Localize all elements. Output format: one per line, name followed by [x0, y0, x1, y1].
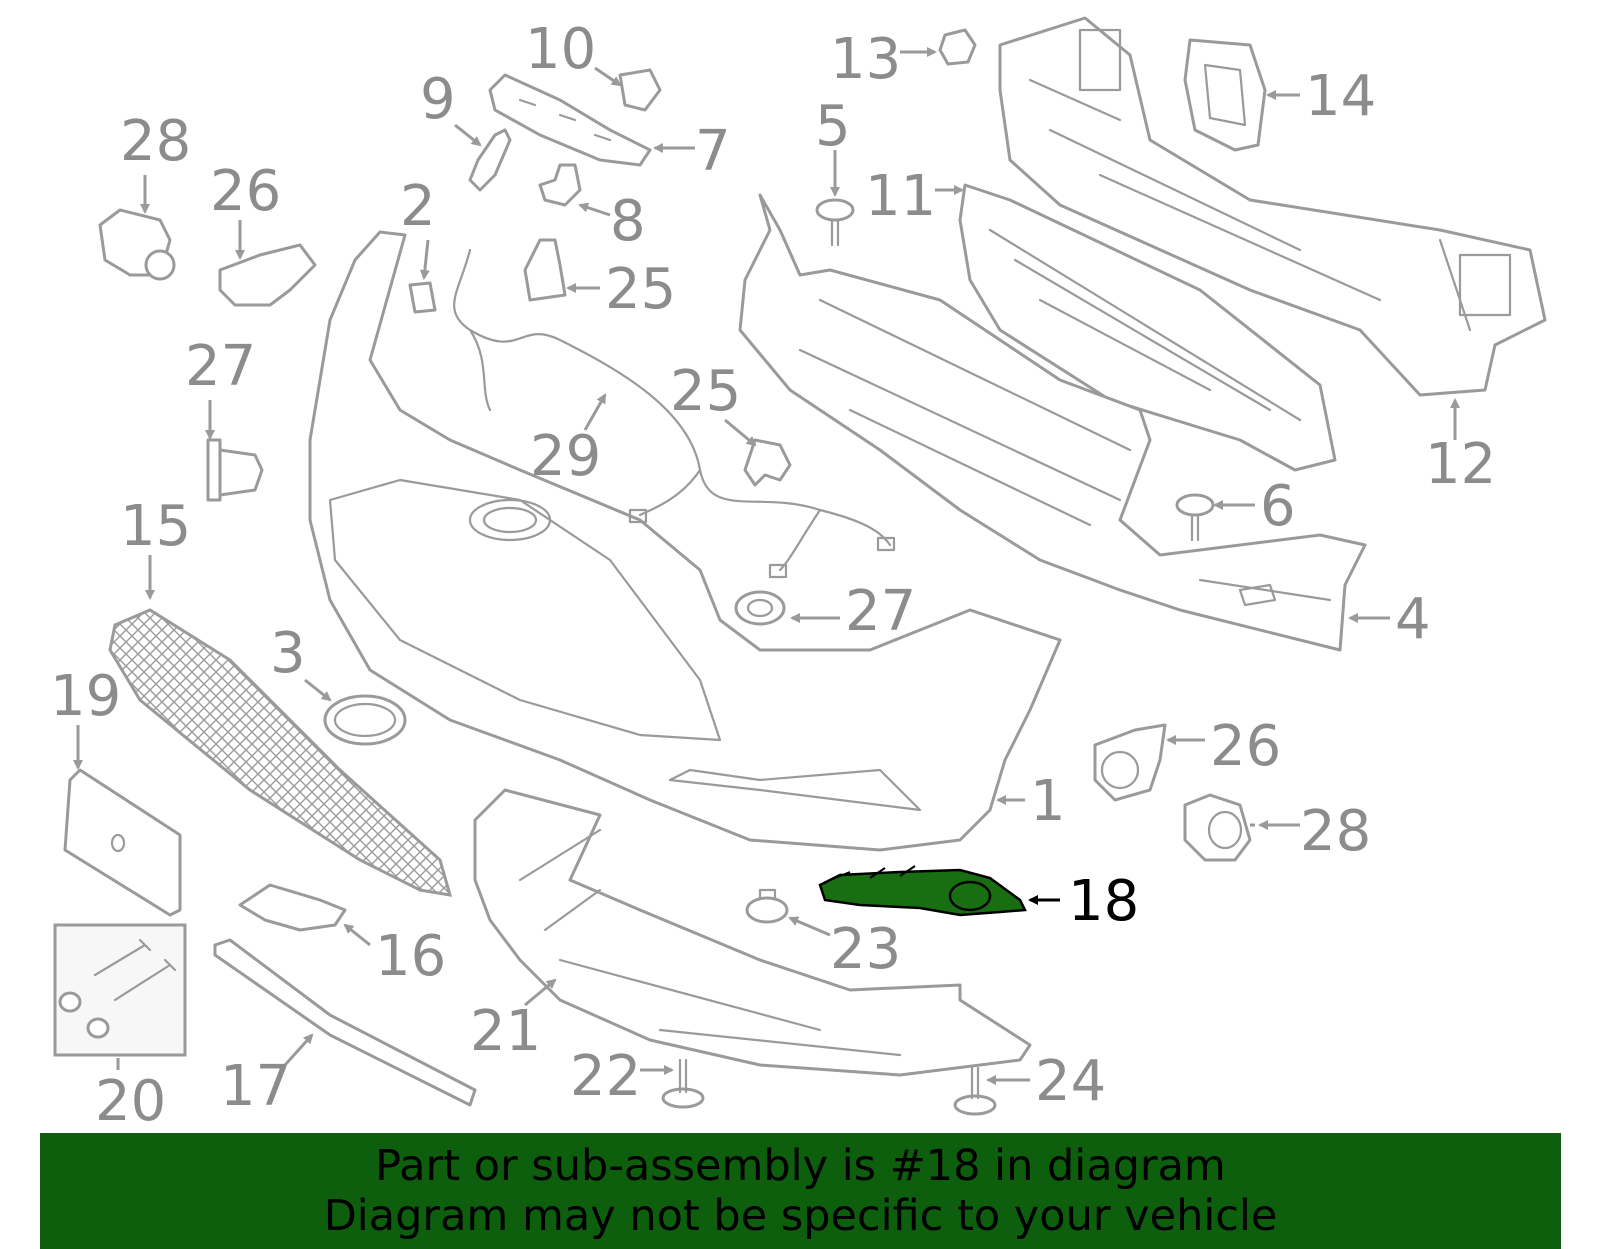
part-15-grille: [108, 608, 453, 897]
part-5-bolt: [815, 198, 855, 247]
part-4-support: [738, 193, 1367, 652]
callout-26-lower: 26: [1210, 714, 1281, 779]
callout-2: 2: [400, 174, 436, 239]
callout-10: 10: [525, 17, 596, 82]
callout-25-upper: 25: [605, 257, 676, 322]
callout-3: 3: [270, 621, 306, 686]
part-11-energy-absorber: [958, 183, 1337, 472]
part-29-wiring-harness: [453, 248, 896, 579]
banner-line-2: Diagram may not be specific to your vehi…: [323, 1191, 1278, 1241]
part-12-reinforcement-beam: [998, 16, 1547, 397]
part-18-fog-lamp-bezel-highlighted[interactable]: [818, 865, 1027, 917]
callout-5: 5: [815, 94, 851, 159]
callout-27-lower: 27: [845, 579, 916, 644]
part-25-clip-upper: [523, 238, 567, 302]
part-2-clip: [408, 281, 437, 314]
part-7-bracket: [488, 73, 652, 167]
part-8-clip: [538, 163, 582, 207]
part-19-license-bracket: [63, 768, 182, 917]
part-20-fastener-kit: [53, 923, 187, 1057]
part-14-bracket: [1183, 38, 1267, 152]
callout-22: 22: [570, 1044, 641, 1109]
callout-28-lower: 28: [1300, 799, 1371, 864]
callout-21: 21: [470, 999, 541, 1064]
part-27-retainer-lower: [734, 590, 786, 626]
callout-11: 11: [865, 164, 936, 229]
part-22-screw: [661, 1058, 705, 1109]
callout-16: 16: [375, 924, 446, 989]
callout-18-highlighted: 18: [1068, 869, 1139, 934]
callout-27-upper: 27: [185, 334, 256, 399]
part-16-bracket: [238, 883, 347, 932]
part-3-emblem: [323, 694, 407, 746]
part-25-clip-lower: [743, 438, 792, 487]
part-27-retainer-upper: [206, 438, 264, 502]
callout-1: 1: [1030, 769, 1066, 834]
callout-9: 9: [420, 67, 456, 132]
callout-19: 19: [50, 664, 121, 729]
part-28-sensor-upper: [98, 208, 176, 281]
part-10-clip: [618, 68, 662, 112]
callout-24: 24: [1035, 1049, 1106, 1114]
callout-6: 6: [1260, 474, 1296, 539]
callout-17: 17: [220, 1054, 291, 1119]
callout-7: 7: [695, 119, 731, 184]
callout-8: 8: [610, 189, 646, 254]
leader-lines: [73, 47, 1460, 1085]
info-banner: Part or sub-assembly is #18 in diagram D…: [40, 1133, 1561, 1249]
callout-29: 29: [530, 424, 601, 489]
part-13-nut: [938, 28, 977, 66]
callout-13: 13: [830, 27, 901, 92]
callout-4: 4: [1395, 587, 1431, 652]
part-17-strip: [213, 938, 477, 1107]
part-1-bumper-cover: [308, 230, 1062, 852]
callout-26-upper: 26: [210, 159, 281, 224]
callout-12: 12: [1425, 432, 1496, 497]
callout-15: 15: [120, 494, 191, 559]
callout-28-upper: 28: [120, 109, 191, 174]
banner-line-1: Part or sub-assembly is #18 in diagram: [375, 1141, 1226, 1191]
part-23-clip: [745, 888, 789, 924]
part-26-sensor-upper: [218, 243, 317, 307]
callout-25-lower: 25: [670, 359, 741, 424]
part-9-pin: [468, 128, 512, 192]
callout-14: 14: [1305, 64, 1376, 129]
callout-labels: 1 2 3 4 5 6 7 8 9 10 11 12 13 14 15 16 1…: [50, 17, 1496, 1134]
part-6-bolt: [1175, 493, 1215, 542]
callout-23: 23: [830, 917, 901, 982]
part-28-sensor-lower: [1183, 793, 1252, 862]
part-21-air-deflector: [473, 788, 1032, 1077]
part-24-screw: [953, 1066, 997, 1116]
part-26-sensor-lower: [1093, 723, 1167, 802]
callout-20: 20: [95, 1069, 166, 1134]
